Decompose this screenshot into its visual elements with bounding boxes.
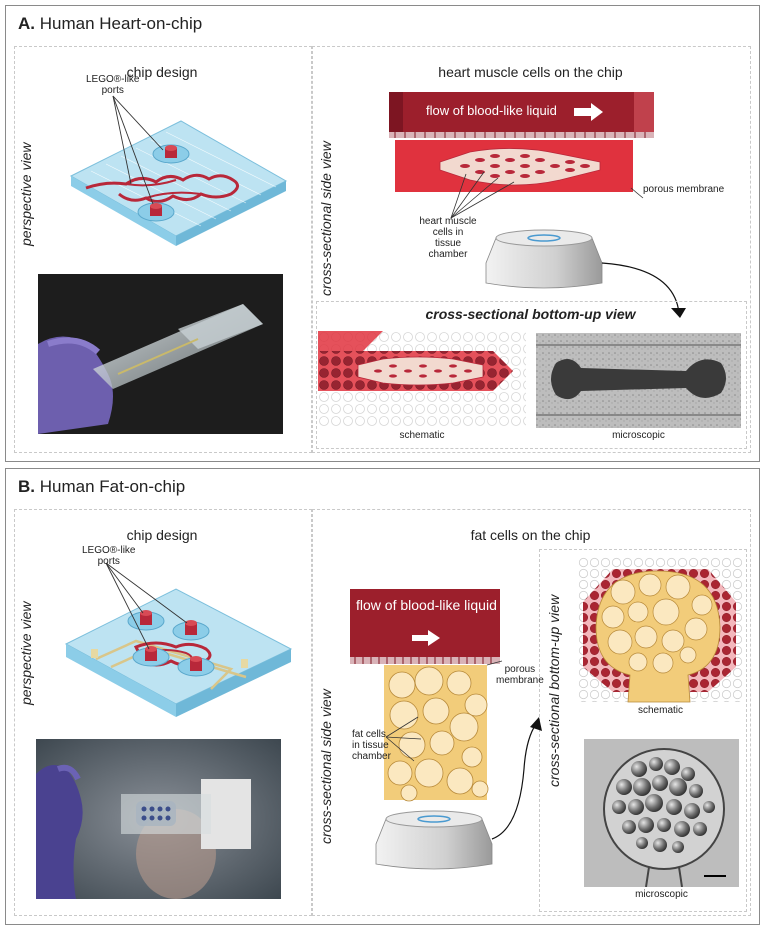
fat-schematic bbox=[578, 557, 743, 703]
heart-schematic bbox=[318, 331, 526, 427]
membrane-label-a: porous membrane bbox=[643, 184, 725, 195]
panel-fat-on-chip: B. Human Fat-on-chip chip design perspec… bbox=[5, 468, 760, 925]
fat-flow-channel bbox=[350, 589, 500, 664]
microscopic-caption-a: microscopic bbox=[612, 430, 665, 441]
chip-design-section-b bbox=[14, 509, 312, 916]
membrane-label-b-line1: porous bbox=[504, 664, 536, 675]
bottom-view-label-a: cross-sectional bottom-up view bbox=[425, 306, 636, 322]
panel-a-letter: A. bbox=[18, 14, 35, 33]
heart-chip-photo bbox=[38, 274, 283, 434]
flow-arrow-icon-b bbox=[412, 630, 440, 646]
cells-label-a-line4: chamber bbox=[428, 249, 468, 260]
fat-tissue-chamber bbox=[384, 660, 503, 802]
side-view-label-a: cross-sectional side view bbox=[318, 141, 334, 296]
heart-chip-illustration bbox=[69, 95, 288, 246]
cells-label-b-line3: chamber bbox=[352, 751, 391, 762]
flow-label-a: flow of blood-like liquid bbox=[426, 103, 557, 118]
heart-cells-pointer-lines bbox=[450, 171, 515, 219]
cells-title-b: fat cells on the chip bbox=[470, 527, 591, 543]
cells-label-b: fat cells in tissue chamber bbox=[352, 729, 391, 762]
membrane-label-b: porous membrane bbox=[496, 664, 544, 686]
bottom-view-section-b bbox=[539, 549, 747, 912]
fat-chip-photo bbox=[36, 739, 281, 899]
side-view-label-b: cross-sectional side view bbox=[318, 689, 334, 844]
bottom-view-section-a bbox=[316, 301, 747, 449]
schematic-caption-a: schematic bbox=[399, 430, 445, 441]
cells-label-b-line1: fat cells bbox=[352, 729, 386, 740]
panel-b-letter: B. bbox=[18, 477, 35, 496]
flow-arrow-icon-a bbox=[574, 103, 603, 121]
microscope-objective-a bbox=[485, 229, 686, 318]
cells-label-a-line1: heart muscle bbox=[419, 216, 477, 227]
fat-microscopic-image bbox=[584, 739, 739, 887]
ports-label-b-line2: ports bbox=[97, 556, 120, 567]
perspective-label-a: perspective view bbox=[18, 142, 34, 247]
panel-a-heading: Human Heart-on-chip bbox=[39, 14, 203, 33]
panel-heart-on-chip: A. Human Heart-on-chip chip design persp… bbox=[5, 5, 760, 462]
heart-microscopic-image bbox=[536, 333, 741, 428]
membrane-label-b-line2: membrane bbox=[496, 675, 544, 686]
panel-b-heading: Human Fat-on-chip bbox=[39, 477, 186, 496]
heart-tissue-chamber bbox=[395, 140, 644, 199]
chip-design-title-b: chip design bbox=[126, 527, 198, 543]
ports-label-b: LEGO®-like ports bbox=[82, 545, 136, 567]
ports-label-a-line2: ports bbox=[101, 85, 124, 96]
ports-label-a-line1: LEGO®-like bbox=[86, 74, 140, 85]
chip-design-title-a: chip design bbox=[126, 64, 198, 80]
cells-section-a bbox=[312, 46, 751, 453]
panel-a-title: A. Human Heart-on-chip bbox=[18, 14, 202, 34]
heart-flow-channel bbox=[389, 92, 654, 138]
cells-title-a: heart muscle cells on the chip bbox=[438, 64, 623, 80]
cells-label-a: heart muscle cells in tissue chamber bbox=[408, 216, 488, 260]
perspective-label-b: perspective view bbox=[18, 601, 34, 706]
microscopic-caption-b: microscopic bbox=[635, 889, 688, 900]
bottom-view-label-b: cross-sectional bottom-up view bbox=[546, 594, 562, 787]
cells-label-b-line2: in tissue bbox=[352, 740, 389, 751]
panel-b-title: B. Human Fat-on-chip bbox=[18, 477, 185, 497]
fat-chip-illustration bbox=[64, 562, 293, 717]
cells-section-b bbox=[312, 509, 751, 916]
ports-label-b-line1: LEGO®-like bbox=[82, 545, 136, 556]
chip-design-section-a bbox=[14, 46, 312, 453]
cells-label-a-line3: tissue bbox=[434, 238, 462, 249]
microscope-objective-b bbox=[375, 717, 542, 870]
schematic-caption-b: schematic bbox=[637, 705, 683, 716]
flow-label-b: flow of blood-like liquid bbox=[356, 597, 497, 613]
fat-cells-pointer-lines bbox=[385, 716, 422, 762]
ports-label-a: LEGO®-like ports bbox=[86, 74, 140, 96]
cells-label-a-line2: cells in bbox=[432, 227, 464, 238]
